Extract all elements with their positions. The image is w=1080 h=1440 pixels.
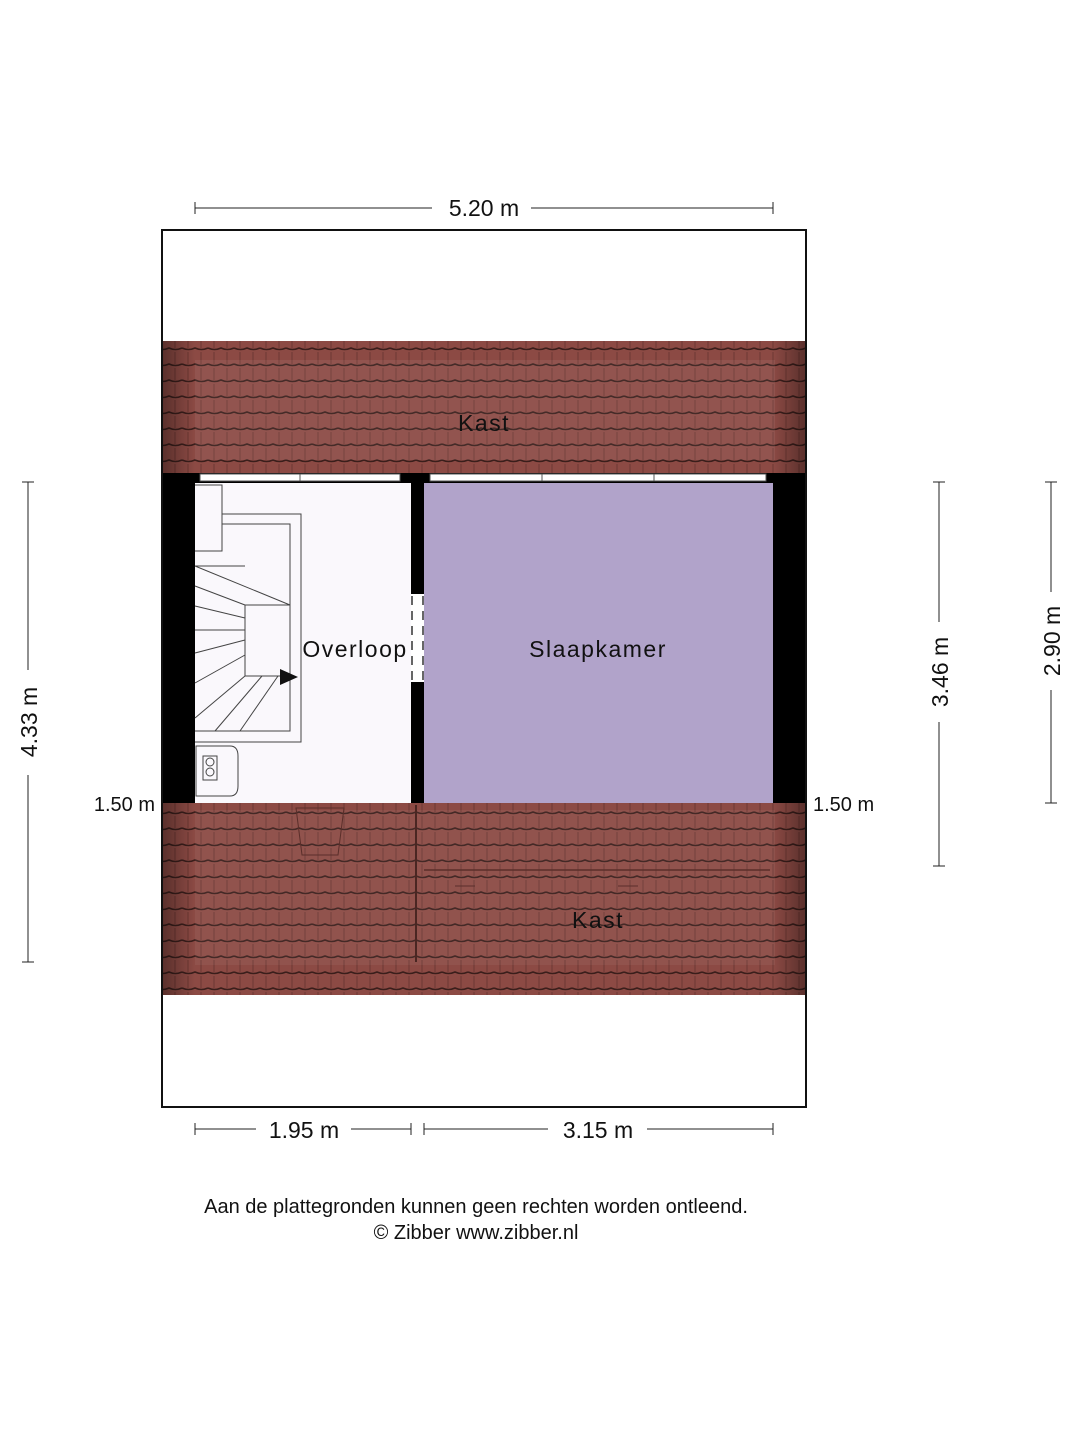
stair-direction-arrow bbox=[280, 669, 298, 685]
room-label-bedroom: Slaapkamer bbox=[529, 636, 667, 662]
left-wall bbox=[163, 473, 195, 803]
dimension-label-room-depth: 3.46 m bbox=[927, 637, 953, 707]
staircase bbox=[194, 484, 302, 743]
dimension-total-width bbox=[194, 202, 774, 214]
dimension-label-left-width: 1.95 m bbox=[269, 1117, 339, 1143]
knee-wall-label-left: 1.50 m bbox=[94, 794, 155, 816]
dimension-label-total-width: 5.20 m bbox=[449, 195, 519, 221]
room-label-landing: Overloop bbox=[302, 636, 407, 662]
right-wall bbox=[773, 473, 805, 803]
dimension-left-width bbox=[194, 1123, 412, 1135]
dimension-label-room-depth-inner: 2.90 m bbox=[1039, 606, 1065, 676]
landing-floor bbox=[195, 483, 411, 803]
dimension-label-total-depth: 4.33 m bbox=[16, 687, 42, 757]
top-roof-section bbox=[163, 341, 805, 473]
dimension-total-depth bbox=[22, 481, 34, 963]
boiler bbox=[195, 745, 239, 797]
windows bbox=[199, 473, 767, 482]
bottom-roof-section bbox=[163, 803, 805, 995]
dimension-room-depth-inner bbox=[1045, 481, 1057, 804]
knee-wall-label-right: 1.50 m bbox=[813, 794, 874, 816]
dimension-right-width bbox=[423, 1123, 774, 1135]
room-label-top-storage: Kast bbox=[458, 410, 510, 436]
room-label-bottom-storage: Kast bbox=[572, 907, 624, 933]
bedroom-door bbox=[411, 594, 424, 682]
dimension-label-right-width: 3.15 m bbox=[563, 1117, 633, 1143]
dimension-room-depth bbox=[933, 481, 945, 867]
copyright-text: © Zibber www.zibber.nl bbox=[373, 1222, 579, 1244]
bedroom-floor bbox=[424, 483, 773, 803]
disclaimer-text: Aan de plattegronden kunnen geen rechten… bbox=[204, 1196, 748, 1218]
